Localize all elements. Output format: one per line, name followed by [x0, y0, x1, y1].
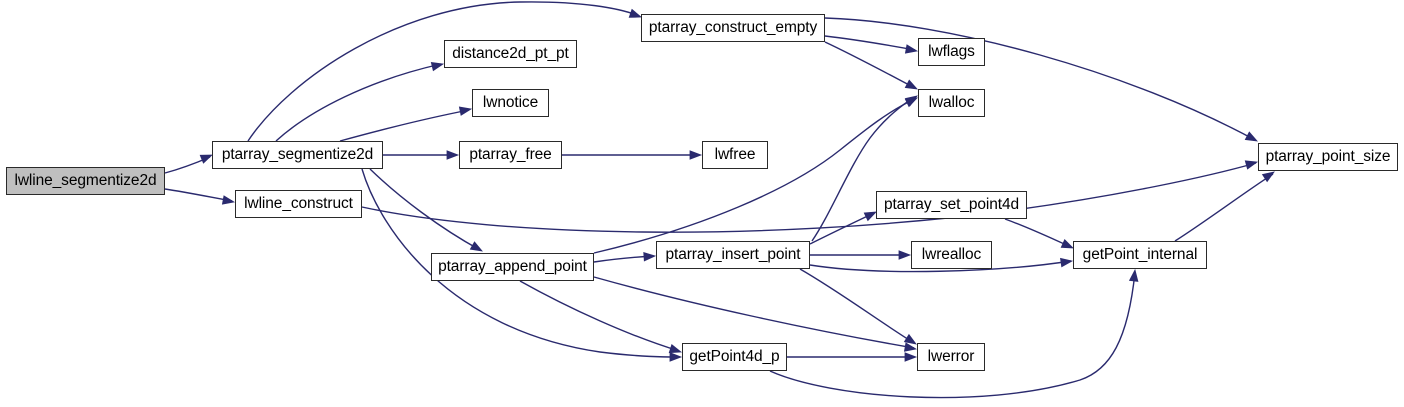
graph-edge-ptarray_free-to-lwfree [562, 150, 703, 160]
edge-arrowhead [199, 154, 214, 164]
graph-node-label: ptarray_segmentize2d [221, 146, 374, 164]
edge-arrowhead [221, 195, 236, 205]
edge-arrowhead [430, 61, 445, 72]
graph-edge-getPoint4d_p-to-lwerror [787, 352, 918, 362]
graph-edge-ptarray_construct_empty-to-lwalloc [824, 41, 918, 90]
graph-edge-ptarray_segmentize2d-to-distance2d_pt_pt [275, 61, 445, 142]
graph-node-label: lwnotice [482, 94, 539, 112]
edge-arrowhead [903, 333, 917, 345]
edge-arrowhead [469, 241, 483, 252]
edge-arrowhead [669, 352, 683, 362]
graph-node-lwalloc[interactable]: lwalloc [918, 89, 985, 117]
graph-edge-ptarray_insert_point-to-lwalloc [811, 95, 918, 242]
edge-arrowhead [689, 150, 703, 160]
graph-node-distance2d_pt_pt[interactable]: distance2d_pt_pt [444, 40, 577, 68]
graph-node-label: ptarray_construct_empty [648, 19, 818, 37]
graph-node-lwfree[interactable]: lwfree [702, 141, 768, 169]
graph-edge-ptarray_insert_point-to-ptarray_set_point4d [809, 211, 878, 245]
edge-arrowhead [643, 252, 657, 262]
edge-arrowhead [904, 352, 918, 362]
graph-node-label: ptarray_set_point4d [883, 196, 1020, 214]
graph-edge-ptarray_append_point-to-getPoint4d_p [519, 280, 683, 354]
edge-arrowhead [1244, 131, 1258, 142]
graph-edge-ptarray_segmentize2d-to-getPoint4d_p [361, 168, 683, 362]
edge-arrowhead [458, 106, 473, 116]
graph-node-ptarray_append_point[interactable]: ptarray_append_point [431, 253, 594, 281]
graph-edge-ptarray_append_point-to-lwerror [593, 276, 918, 352]
graph-node-lwflags[interactable]: lwflags [918, 38, 985, 66]
graph-node-label: lwline_construct [244, 195, 353, 213]
graph-node-lwline_construct[interactable]: lwline_construct [235, 190, 362, 218]
edge-arrowhead [904, 44, 919, 54]
graph-edge-getPoint_internal-to-ptarray_point_size [1174, 171, 1275, 242]
graph-edge-ptarray_construct_empty-to-lwflags [824, 35, 919, 54]
graph-edge-ptarray_append_point-to-ptarray_insert_point [593, 252, 657, 263]
graph-node-ptarray_point_size[interactable]: ptarray_point_size [1258, 143, 1398, 171]
graph-node-label: ptarray_free [469, 146, 552, 164]
graph-edge-ptarray_insert_point-to-lwrealloc [810, 250, 912, 260]
graph-node-label: lwfree [714, 146, 756, 164]
graph-edge-lwline_construct-to-ptarray_point_size [361, 160, 1259, 233]
graph-node-label: getPoint4d_p [689, 348, 780, 366]
graph-node-lwerror[interactable]: lwerror [917, 343, 985, 371]
graph-node-lwrealloc[interactable]: lwrealloc [911, 241, 992, 269]
edge-arrowhead [1244, 160, 1259, 170]
graph-node-label: distance2d_pt_pt [452, 45, 569, 63]
graph-edge-ptarray_segmentize2d-to-ptarray_construct_empty [247, 1, 643, 142]
graph-node-label: lwline_segmentize2d [14, 172, 157, 190]
graph-edge-ptarray_set_point4d-to-getPoint_internal [1004, 218, 1075, 249]
edge-arrowhead [668, 343, 683, 354]
edge-arrowhead [904, 95, 918, 107]
graph-node-label: lwerror [927, 348, 975, 366]
graph-node-label: lwrealloc [921, 246, 982, 264]
graph-edge-lwline_segmentize2d-to-ptarray_segmentize2d [164, 154, 214, 174]
edge-arrowhead [628, 8, 643, 18]
edge-arrowhead [1060, 238, 1075, 249]
graph-edge-ptarray_segmentize2d-to-ptarray_free [383, 150, 460, 160]
graph-node-getPoint_internal[interactable]: getPoint_internal [1073, 241, 1207, 269]
edge-arrowhead [1060, 257, 1074, 268]
graph-node-label: lwflags [928, 43, 975, 61]
edge-arrowhead [863, 211, 878, 222]
graph-edge-ptarray_construct_empty-to-ptarray_point_size [824, 17, 1258, 142]
edge-arrowhead [903, 342, 918, 352]
graph-node-label: getPoint_internal [1082, 246, 1198, 264]
graph-edge-getPoint4d_p-to-getPoint_internal [769, 268, 1139, 399]
graph-node-lwnotice[interactable]: lwnotice [472, 89, 549, 117]
graph-edge-lwline_segmentize2d-to-lwline_construct [164, 188, 236, 205]
graph-node-label: ptarray_append_point [438, 258, 587, 276]
graph-node-label: ptarray_point_size [1265, 148, 1391, 166]
graph-node-ptarray_set_point4d[interactable]: ptarray_set_point4d [876, 191, 1027, 219]
graph-node-ptarray_construct_empty[interactable]: ptarray_construct_empty [641, 14, 825, 42]
edge-arrowhead [1261, 171, 1275, 183]
graph-edge-ptarray_segmentize2d-to-lwnotice [339, 106, 473, 142]
graph-node-ptarray_free[interactable]: ptarray_free [459, 141, 562, 169]
graph-node-ptarray_segmentize2d[interactable]: ptarray_segmentize2d [212, 141, 383, 169]
edge-arrowhead [898, 250, 912, 260]
graph-node-lwline_segmentize2d[interactable]: lwline_segmentize2d [6, 167, 165, 195]
graph-node-label: lwalloc [928, 94, 975, 112]
graph-node-getPoint4d_p[interactable]: getPoint4d_p [682, 343, 787, 371]
graph-node-label: ptarray_insert_point [665, 246, 801, 264]
edge-arrowhead [1128, 268, 1139, 282]
graph-edge-ptarray_insert_point-to-lwerror [799, 268, 917, 345]
edge-arrowhead [446, 150, 460, 160]
graph-edge-ptarray_insert_point-to-getPoint_internal [809, 257, 1074, 273]
edge-arrowhead [904, 79, 918, 90]
graph-edge-ptarray_segmentize2d-to-ptarray_append_point [369, 168, 483, 252]
graph-node-ptarray_insert_point[interactable]: ptarray_insert_point [656, 241, 810, 269]
